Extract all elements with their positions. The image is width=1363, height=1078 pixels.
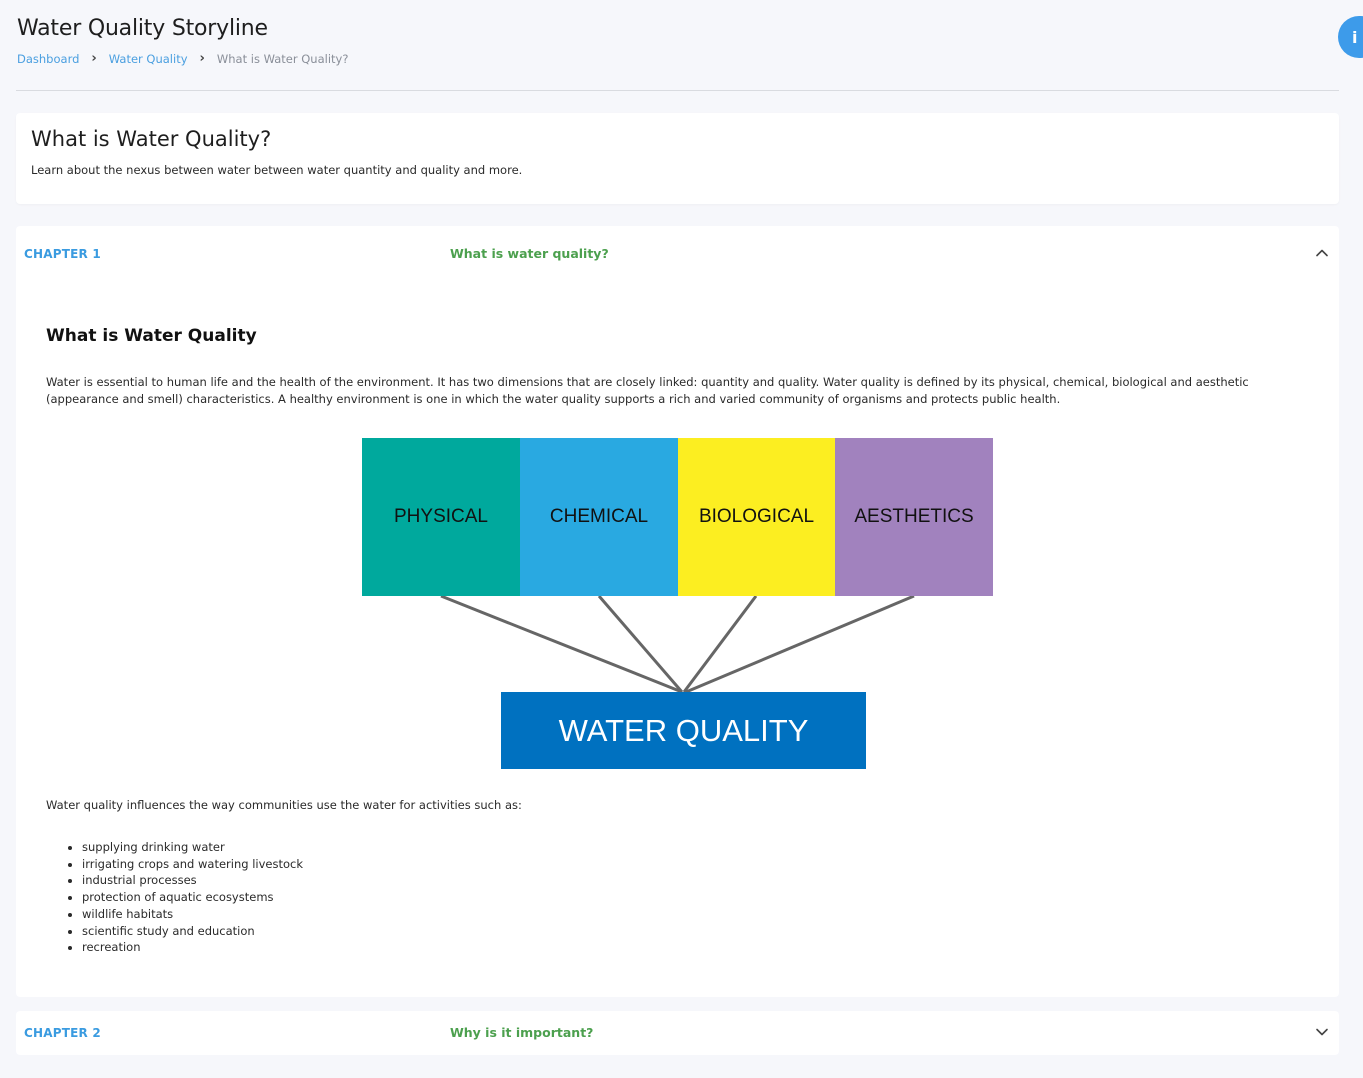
header-divider <box>16 90 1339 91</box>
chevron-right-icon: › <box>199 51 205 66</box>
content-paragraph: Water is essential to human life and the… <box>46 375 1249 406</box>
intro-card: What is Water Quality? Learn about the n… <box>16 113 1339 204</box>
connector-line <box>682 595 758 693</box>
list-item: wildlife habitats <box>82 906 303 923</box>
water-quality-label: WATER QUALITY <box>558 712 809 748</box>
chevron-down-icon[interactable] <box>1315 1025 1329 1039</box>
chapter-2-panel: CHAPTER 2 Why is it important? <box>16 1011 1339 1055</box>
page-title: Water Quality Storyline <box>17 16 268 41</box>
chevron-right-icon: › <box>91 51 97 66</box>
chapter-title: Why is it important? <box>450 1025 594 1040</box>
aesthetics-box: AESTHETICS <box>835 438 993 596</box>
list-item: scientific study and education <box>82 923 303 940</box>
info-button[interactable]: i <box>1338 16 1363 58</box>
breadcrumb-current: What is Water Quality? <box>216 51 349 66</box>
aesthetics-label: AESTHETICS <box>854 506 974 527</box>
chapter-title: What is water quality? <box>450 246 609 261</box>
chemical-box: CHEMICAL <box>520 438 678 596</box>
biological-label: BIOLOGICAL <box>698 506 815 527</box>
list-item: industrial processes <box>82 872 303 889</box>
info-icon: i <box>1352 27 1358 47</box>
chapter-1-header[interactable]: CHAPTER 1 What is water quality? <box>16 226 1339 281</box>
physical-box: PHYSICAL <box>362 438 520 596</box>
uses-intro: Water quality influences the way communi… <box>46 798 522 812</box>
physical-label: PHYSICAL <box>394 506 488 527</box>
chevron-up-icon[interactable] <box>1315 246 1329 260</box>
list-item: supplying drinking water <box>82 839 303 856</box>
intro-title: What is Water Quality? <box>31 127 272 151</box>
breadcrumb-dashboard-link[interactable]: Dashboard <box>17 51 80 66</box>
list-item: irrigating crops and watering livestock <box>82 856 303 873</box>
chapter-2-header[interactable]: CHAPTER 2 Why is it important? <box>16 1011 1339 1055</box>
connector-line <box>685 594 915 694</box>
biological-box: BIOLOGICAL <box>678 438 835 596</box>
connector-line <box>440 594 683 694</box>
list-item: recreation <box>82 939 303 956</box>
chapter-1-panel: CHAPTER 1 What is water quality? What is… <box>16 226 1339 997</box>
content-heading: What is Water Quality <box>46 326 257 346</box>
water-quality-diagram: PHYSICAL CHEMICAL BIOLOGICAL AESTHETICS … <box>362 438 994 770</box>
chapter-number: CHAPTER 2 <box>24 1026 101 1040</box>
water-quality-box: WATER QUALITY <box>501 692 866 769</box>
chemical-label: CHEMICAL <box>549 506 649 527</box>
connector-lines <box>440 594 915 694</box>
connector-line <box>597 595 684 693</box>
list-item: protection of aquatic ecosystems <box>82 889 303 906</box>
uses-list: supplying drinking water irrigating crop… <box>82 839 303 956</box>
intro-description: Learn about the nexus between water betw… <box>31 163 523 177</box>
breadcrumb: Dashboard › Water Quality › What is Wate… <box>17 51 348 66</box>
breadcrumb-water-quality-link[interactable]: Water Quality <box>108 51 188 66</box>
chapter-number: CHAPTER 1 <box>24 247 101 261</box>
